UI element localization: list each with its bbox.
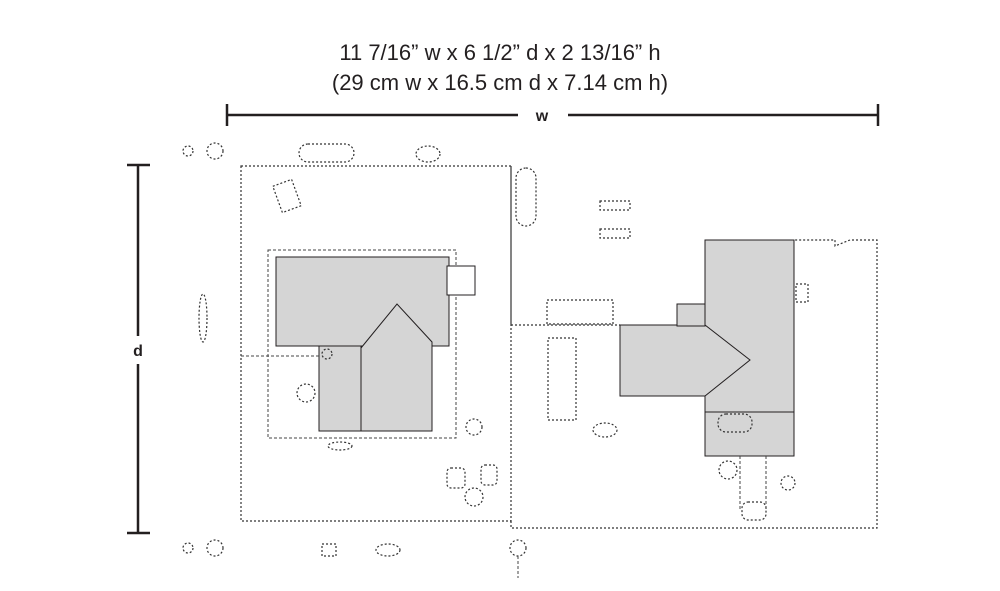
left-house — [275, 256, 476, 432]
left-lot-outline — [240, 165, 512, 522]
width-dimension: w — [225, 104, 880, 126]
right-house — [619, 239, 795, 457]
right-lot-outline — [510, 239, 878, 529]
depth-label: d — [133, 343, 143, 360]
depth-dimension: d — [127, 163, 150, 535]
left-house-footprint — [267, 249, 457, 439]
trees-and-props — [182, 142, 809, 578]
imperial-dimensions: 11 7/16” w x 6 1/2” d x 2 13/16” h — [339, 40, 661, 65]
metric-dimensions: (29 cm w x 16.5 cm d x 7.14 cm h) — [331, 70, 669, 95]
width-label: w — [535, 108, 549, 125]
